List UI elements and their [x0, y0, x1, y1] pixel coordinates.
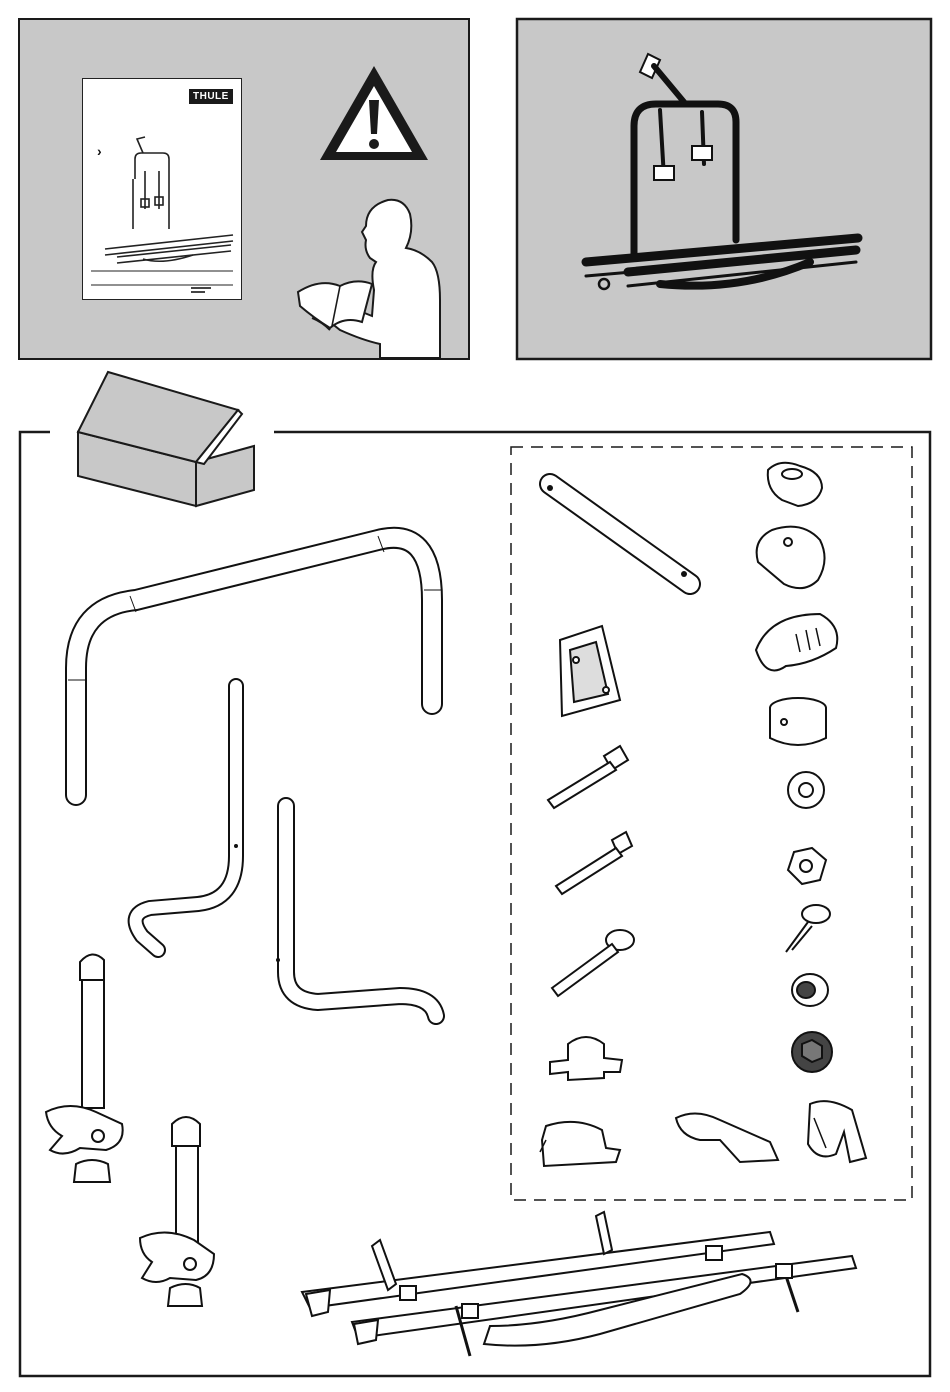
assembled-overview-panel [517, 19, 931, 359]
star-knob [768, 463, 822, 506]
person-reading-icon [298, 200, 440, 358]
carriage-bolt [552, 930, 634, 996]
strap-buckle [676, 1113, 778, 1162]
wheel-holder-long [140, 1117, 214, 1306]
lock-nut [792, 1032, 832, 1072]
connection-tube [547, 484, 690, 584]
support-arm-left [136, 686, 238, 950]
u-clip-small [550, 1037, 622, 1080]
rail-assembly [302, 1212, 856, 1356]
u-clip-large [540, 1122, 620, 1166]
u-frame-tube [68, 536, 442, 795]
packaging-box-icon [78, 372, 254, 506]
wheel-holder-short [46, 954, 123, 1182]
washer [788, 772, 824, 808]
mounting-bracket [560, 626, 620, 716]
rubber-washer [792, 974, 828, 1006]
small-parts-frame [511, 447, 912, 1200]
self-tapping-screw [786, 905, 830, 952]
bolt-medium [556, 832, 632, 894]
bolt-long [548, 746, 628, 808]
rubber-strap-roll [808, 1101, 866, 1162]
tube-clamp [757, 527, 825, 589]
warning-triangle-icon [320, 66, 428, 160]
support-arm-right [276, 806, 436, 1016]
rubber-clamp [756, 614, 837, 670]
spacer-ring [770, 698, 826, 745]
hex-nut [788, 848, 826, 884]
